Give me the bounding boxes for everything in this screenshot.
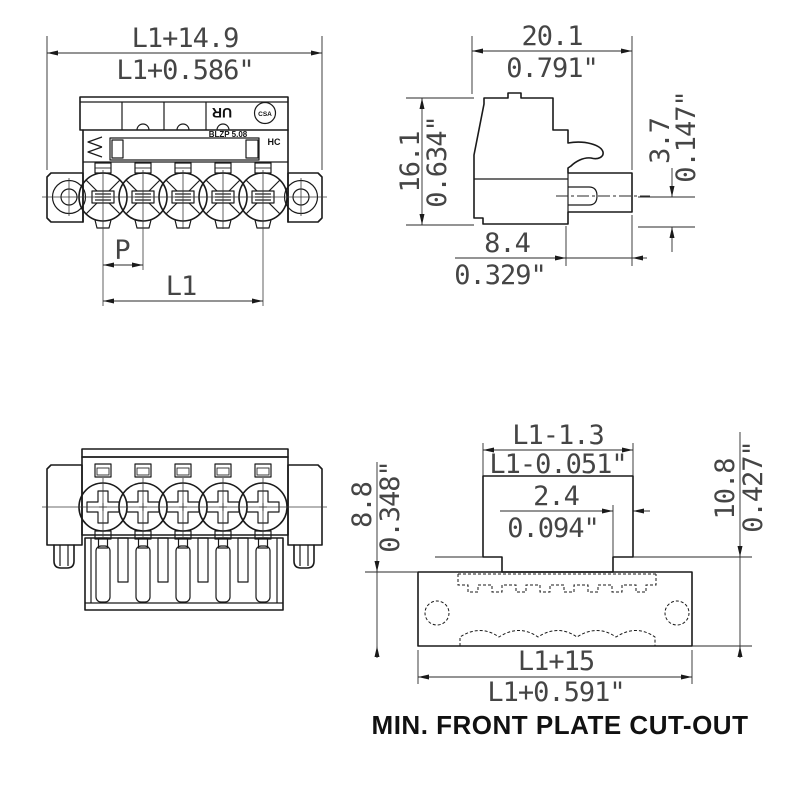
housing-top-block: UR CSA [79, 96, 289, 131]
mounting-hole-dashed [424, 600, 450, 626]
hc-marking: HC [268, 137, 281, 147]
mounting-hole-dashed [664, 600, 690, 626]
dim-text-height-mm: 16.1 [395, 131, 426, 192]
dim-text-inner-width-mm: L1-1.3 [512, 420, 604, 451]
dim-text-overall-width-in: L1+0.586" [116, 55, 253, 86]
dim-text-height-right-mm: 10.8 [710, 458, 741, 519]
dim-height-right: 10.8 0.427" [633, 432, 769, 658]
dim-text-width-mm: 20.1 [521, 21, 582, 52]
dim-text-inner-width-in: L1-0.051" [489, 449, 626, 480]
dim-span: L1 [103, 271, 263, 304]
dim-text-pitch: P [114, 235, 130, 266]
caption: MIN. FRONT PLATE CUT-OUT [372, 710, 749, 740]
ul-recognized-mark: UR [212, 105, 232, 121]
dim-text-width-in: 0.791" [506, 53, 598, 84]
dim-text-step-mm: 2.4 [533, 481, 579, 512]
weidmueller-logo [87, 136, 103, 158]
mounting-flange-right [283, 172, 323, 223]
dim-text-pin-in: 0.147" [671, 91, 702, 183]
dim-text-outer-width-mm: L1+15 [518, 646, 594, 677]
wire-windows [94, 463, 272, 478]
contact-ribs [117, 537, 249, 583]
dim-outer-width: L1+15 L1+0.591" [417, 646, 693, 708]
front-plate-cutout-view: L1-1.3 L1-0.051" 2.4 0.094" [347, 420, 769, 740]
front-view: L1+14.9 L1+0.586" UR CSA [42, 23, 327, 306]
top-cap [81, 448, 289, 458]
plug-flange-left [46, 464, 83, 569]
dim-pitch: P [103, 235, 143, 268]
footprint-dashed [424, 573, 690, 647]
plug-front-view [42, 448, 327, 611]
plug-flange-right [287, 464, 323, 569]
dim-text-depth-mm: 8.4 [484, 228, 530, 259]
dim-text-pin-mm: 3.7 [645, 118, 676, 164]
series-marking: BLZP 5.08 [209, 130, 248, 139]
contact-body [84, 530, 284, 611]
csa-mark-text: CSA [258, 111, 272, 118]
dim-pin-offset: 3.7 0.147" [638, 91, 702, 252]
dim-text-step-in: 0.094" [507, 513, 599, 544]
dim-height-left: 8.8 0.348" [347, 461, 418, 658]
dim-text-span: L1 [166, 271, 197, 302]
dim-step: 2.4 0.094" [500, 481, 650, 557]
dim-text-height-in: 0.634" [422, 116, 453, 208]
dim-text-overall-width-mm: L1+14.9 [132, 23, 239, 54]
dim-text-outer-width-in: L1+0.591" [487, 677, 624, 708]
dim-text-height-left-mm: 8.8 [347, 482, 378, 528]
side-view: 20.1 0.791" 16.1 0.634" [395, 21, 702, 291]
dim-text-depth-in: 0.329" [454, 260, 546, 291]
dim-height: 16.1 0.634" [395, 97, 474, 226]
dim-text-height-right-in: 0.427" [738, 441, 769, 533]
dim-depth-total: 20.1 0.791" [471, 21, 633, 266]
side-body [473, 92, 650, 225]
csa-mark: CSA [253, 101, 277, 125]
dim-pin-length: 8.4 0.329" [454, 226, 647, 291]
contact-slots [95, 537, 271, 603]
dim-inner-width: L1-1.3 L1-0.051" [482, 420, 634, 480]
dim-text-height-left-in: 0.348" [375, 461, 406, 553]
dim-overall-width: L1+14.9 L1+0.586" [46, 23, 323, 170]
